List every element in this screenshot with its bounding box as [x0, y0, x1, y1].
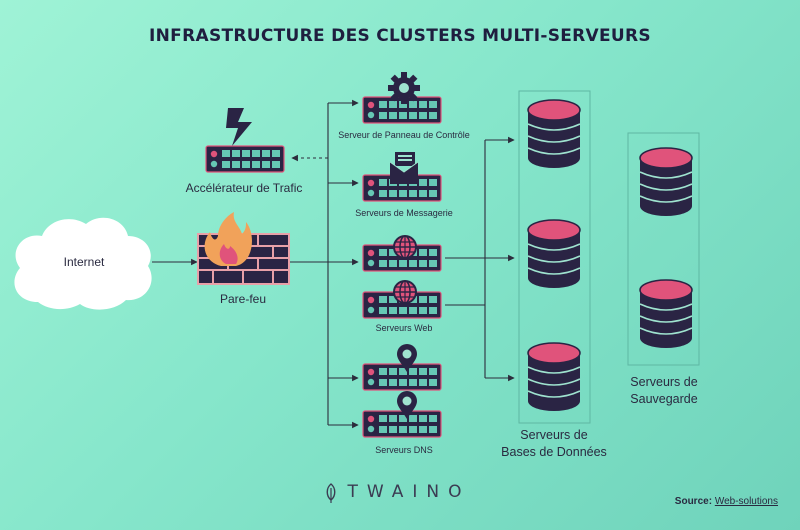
accelerator-label: Accélérateur de Trafic: [185, 181, 303, 195]
lightning-icon: [226, 108, 252, 146]
database-group: [518, 90, 591, 424]
mail-server: [362, 152, 442, 202]
firewall-icon: [197, 212, 290, 285]
web-server-1: [362, 235, 442, 272]
web-servers-label: Serveurs Web: [375, 323, 433, 333]
database-icon: [639, 279, 693, 349]
envelope-icon: [389, 152, 419, 184]
database-icon: [639, 147, 693, 217]
databases-label-line2: Bases de Données: [501, 444, 607, 459]
source-credit: Source: Web-solutions: [675, 496, 778, 507]
database-icon: [527, 342, 581, 412]
dns-server-2: [362, 391, 442, 438]
brand-logo-text: TWAINO: [0, 482, 800, 502]
databases-label: Serveurs de Bases de Données: [501, 427, 607, 461]
globe-icon: [393, 235, 417, 259]
databases-label-line1: Serveurs de: [520, 428, 588, 442]
firewall-label: Pare-feu: [219, 292, 267, 306]
backup-group: [627, 132, 700, 366]
source-label: Source:: [674, 496, 713, 507]
control-panel-label: Serveur de Panneau de Contrôle: [338, 130, 470, 140]
globe-icon: [393, 280, 417, 304]
twaino-leaf-logo: [326, 483, 336, 503]
dns-server-1: [362, 344, 442, 391]
web-server-2: [362, 280, 442, 319]
backup-label: Serveurs de Sauvegarde: [630, 374, 697, 408]
mail-servers-label: Serveurs de Messagerie: [355, 208, 453, 218]
backup-label-line1: Serveurs de: [630, 375, 698, 389]
control-panel-server: [362, 72, 442, 124]
database-icon: [527, 99, 581, 169]
source-link[interactable]: Web-solutions: [714, 496, 778, 507]
dns-servers-label: Serveurs DNS: [375, 445, 433, 455]
database-icon: [527, 219, 581, 289]
page-title: INFRASTRUCTURE DES CLUSTERS MULTI-SERVEU…: [149, 26, 651, 46]
internet-label: Internet: [63, 255, 105, 269]
cloud-icon: [14, 217, 152, 310]
accelerator-server: [205, 108, 285, 173]
connection-lines: [152, 99, 515, 429]
gear-icon: [388, 72, 420, 104]
backup-label-line2: Sauvegarde: [630, 391, 698, 406]
brand-name: TWAINO: [347, 482, 471, 502]
